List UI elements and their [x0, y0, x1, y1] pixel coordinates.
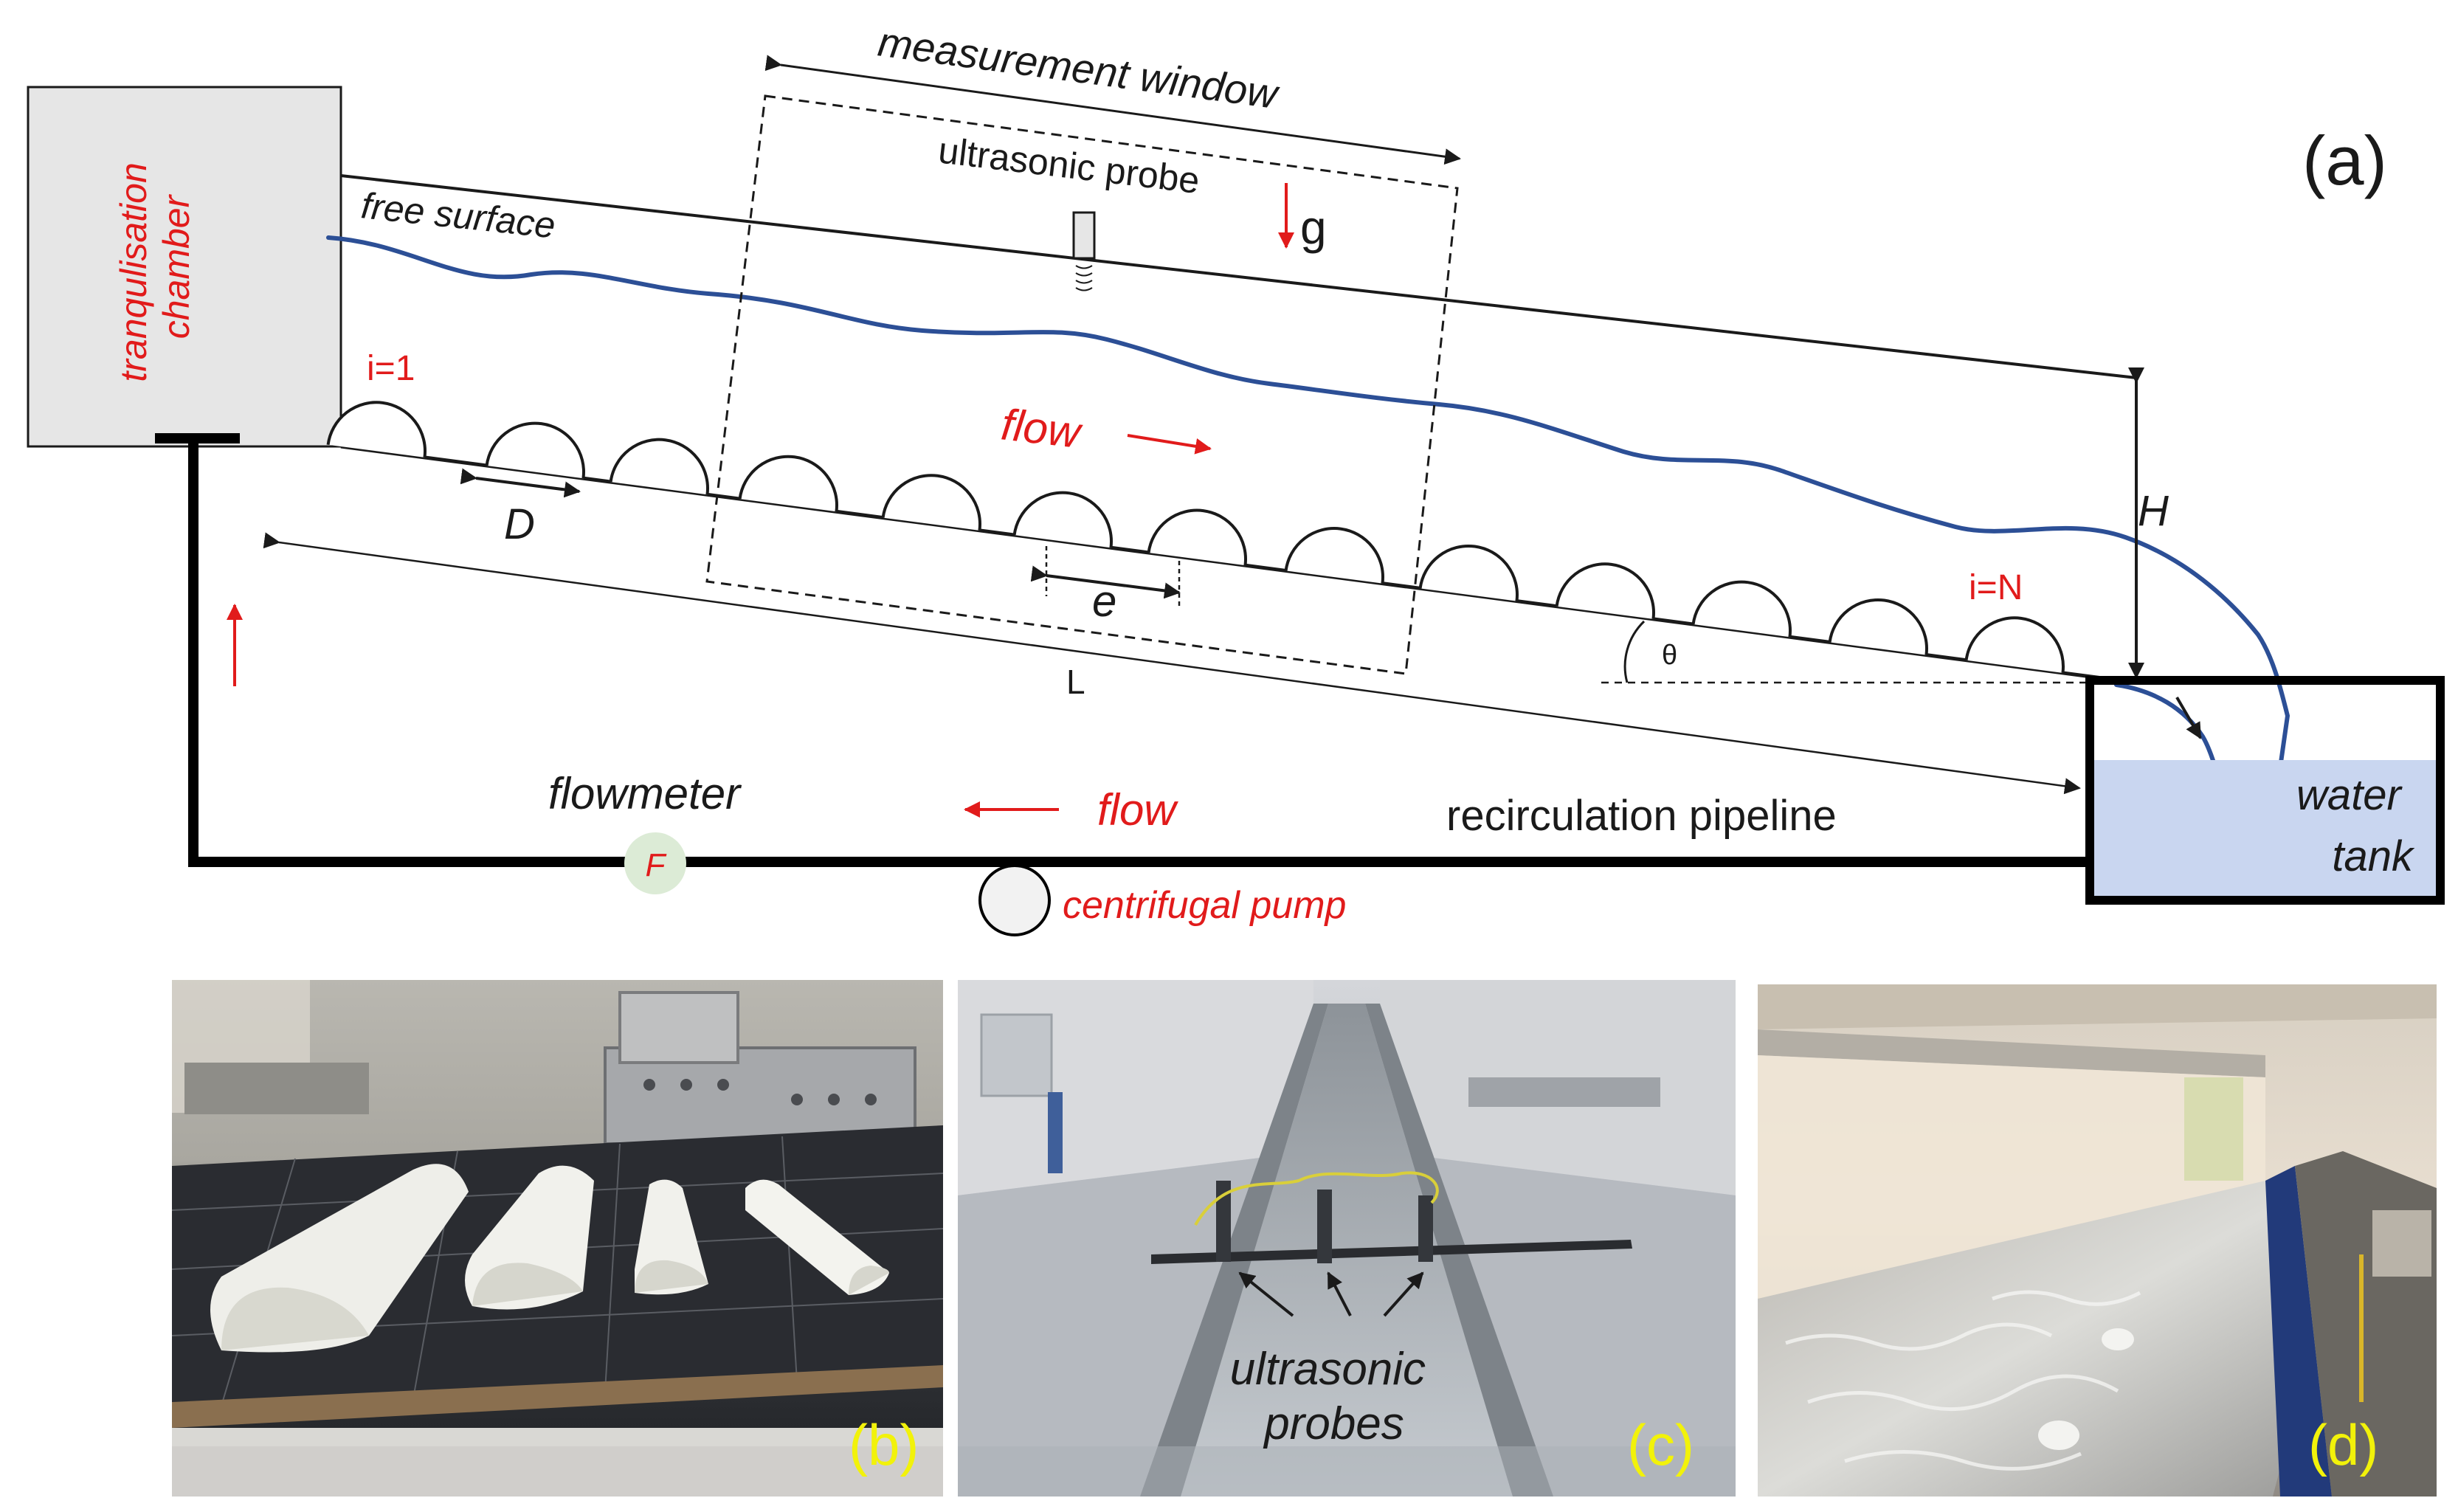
measurement-window-arrow	[764, 55, 1461, 165]
outflow-jet	[2114, 683, 2220, 773]
panel-b-photo	[172, 980, 943, 1497]
photo-b-table-edge	[172, 1365, 943, 1428]
recirculation-pipeline-label: recirculation pipeline	[1446, 792, 1837, 840]
photo-b-foreground	[172, 1446, 943, 1497]
tank-water	[2090, 760, 2440, 900]
photo-c-cables	[1194, 1171, 1439, 1226]
height-label: H	[2138, 487, 2169, 535]
free-surface-label: free surface	[359, 184, 557, 246]
panel-c-annotation-line1: ultrasonic	[1230, 1344, 1426, 1395]
water-tank-label-line1: water	[2296, 771, 2403, 819]
gravity-label: g	[1300, 201, 1327, 254]
length-arrow	[263, 532, 2081, 795]
obstacle-half-cylinder	[881, 474, 981, 531]
panel-a-schematic: measurement window ultrasonic probe g fr…	[27, 18, 2445, 936]
panel-c-annotation: ultrasonic probes	[1230, 1344, 1439, 1449]
obstacle-half-cylinder	[485, 421, 585, 479]
photo-c-foreground	[958, 1446, 1736, 1497]
photo-d-wave-highlights	[1785, 1290, 2141, 1471]
photo-d-window-patch	[2184, 1077, 2243, 1181]
angle-arc	[1623, 620, 1646, 683]
photo-c-stand	[1048, 1092, 1063, 1173]
obstacle-half-cylinder	[609, 438, 709, 495]
photo-d-rail	[1758, 1029, 2265, 1077]
photo-d-ceiling	[1758, 984, 2437, 1029]
probe-arrow-left	[1238, 1271, 1294, 1317]
flowmeter-label: flowmeter	[548, 769, 742, 818]
water-tank-label-line2: tank	[2332, 832, 2415, 880]
chamber-label-line1: tranqulisation	[113, 162, 154, 382]
measurement-window-label: measurement window	[875, 18, 1282, 117]
panel-d-photo	[1758, 984, 2437, 1497]
diameter-arrow	[460, 468, 581, 498]
ultrasonic-probe-body	[1072, 211, 1096, 260]
spacing-label: e	[1092, 576, 1116, 626]
photo-d-water	[1758, 1181, 2324, 1497]
panel-a-label: (a)	[2302, 122, 2387, 199]
recirculation-pipeline	[188, 443, 2088, 867]
centrifugal-pump-label: centrifugal pump	[1063, 884, 1346, 927]
channel-top-wall	[340, 174, 2137, 379]
photo-d-glass-wall	[1758, 1055, 2265, 1299]
photo-b-rail	[184, 1063, 369, 1114]
water-tank-label: water tank	[2296, 771, 2415, 880]
panel-c-annotation-line2: probes	[1263, 1398, 1404, 1449]
photo-d-cylinder-2	[2102, 1328, 2134, 1350]
chamber-label-line2: chamber	[156, 193, 197, 339]
panel-c-label: (c)	[1627, 1412, 1694, 1477]
probe-arrow-center	[1327, 1271, 1352, 1316]
photo-c-window	[980, 1013, 1053, 1097]
water-tank	[2085, 676, 2445, 905]
photo-c-bench	[1468, 1077, 1660, 1107]
photo-b-equipment-top	[618, 991, 739, 1064]
flow-label-pipeline: flow	[1097, 785, 1178, 835]
length-label: L	[1066, 663, 1085, 701]
photo-c-left-rail	[1140, 1004, 1328, 1497]
obstacle-half-cylinder	[326, 401, 427, 458]
obstacles	[326, 401, 2065, 674]
flow-arrow-channel	[1127, 434, 1212, 455]
photo-d-cylinder-1	[2038, 1420, 2079, 1450]
flow-label-channel: flow	[999, 399, 1085, 458]
tranquilisation-chamber-label: tranqulisation chamber	[113, 152, 197, 382]
flowmeter	[624, 832, 686, 894]
last-obstacle-label: i=N	[1969, 568, 2023, 607]
photo-b-half-cylinders	[210, 1164, 889, 1353]
photo-c-crossbar	[1151, 1240, 1632, 1264]
angle-label: θ	[1662, 640, 1677, 671]
ultrasonic-probe-label: ultrasonic probe	[936, 129, 1202, 201]
tank-inflow-arrow	[2175, 696, 2202, 739]
obstacle-half-cylinder	[738, 455, 838, 512]
flowmeter-symbol: F	[646, 847, 667, 883]
tranquilisation-chamber	[27, 86, 342, 448]
photo-d-equipment	[2372, 1210, 2431, 1277]
ultrasonic-wave-icon	[1075, 265, 1093, 291]
panel-b-label: (b)	[849, 1412, 919, 1477]
panel-c-photo	[958, 980, 1736, 1497]
free-surface-line	[326, 235, 2290, 770]
panel-d-label: (d)	[2308, 1412, 2378, 1477]
centrifugal-pump	[978, 864, 1051, 936]
diameter-label: D	[504, 500, 535, 548]
photo-c-probes	[1216, 1181, 1433, 1263]
first-obstacle-label: i=1	[367, 349, 415, 388]
photo-d-blue-frame	[2265, 1166, 2332, 1497]
photo-b-box-holes	[643, 1079, 877, 1105]
probe-arrow-right	[1383, 1271, 1424, 1317]
